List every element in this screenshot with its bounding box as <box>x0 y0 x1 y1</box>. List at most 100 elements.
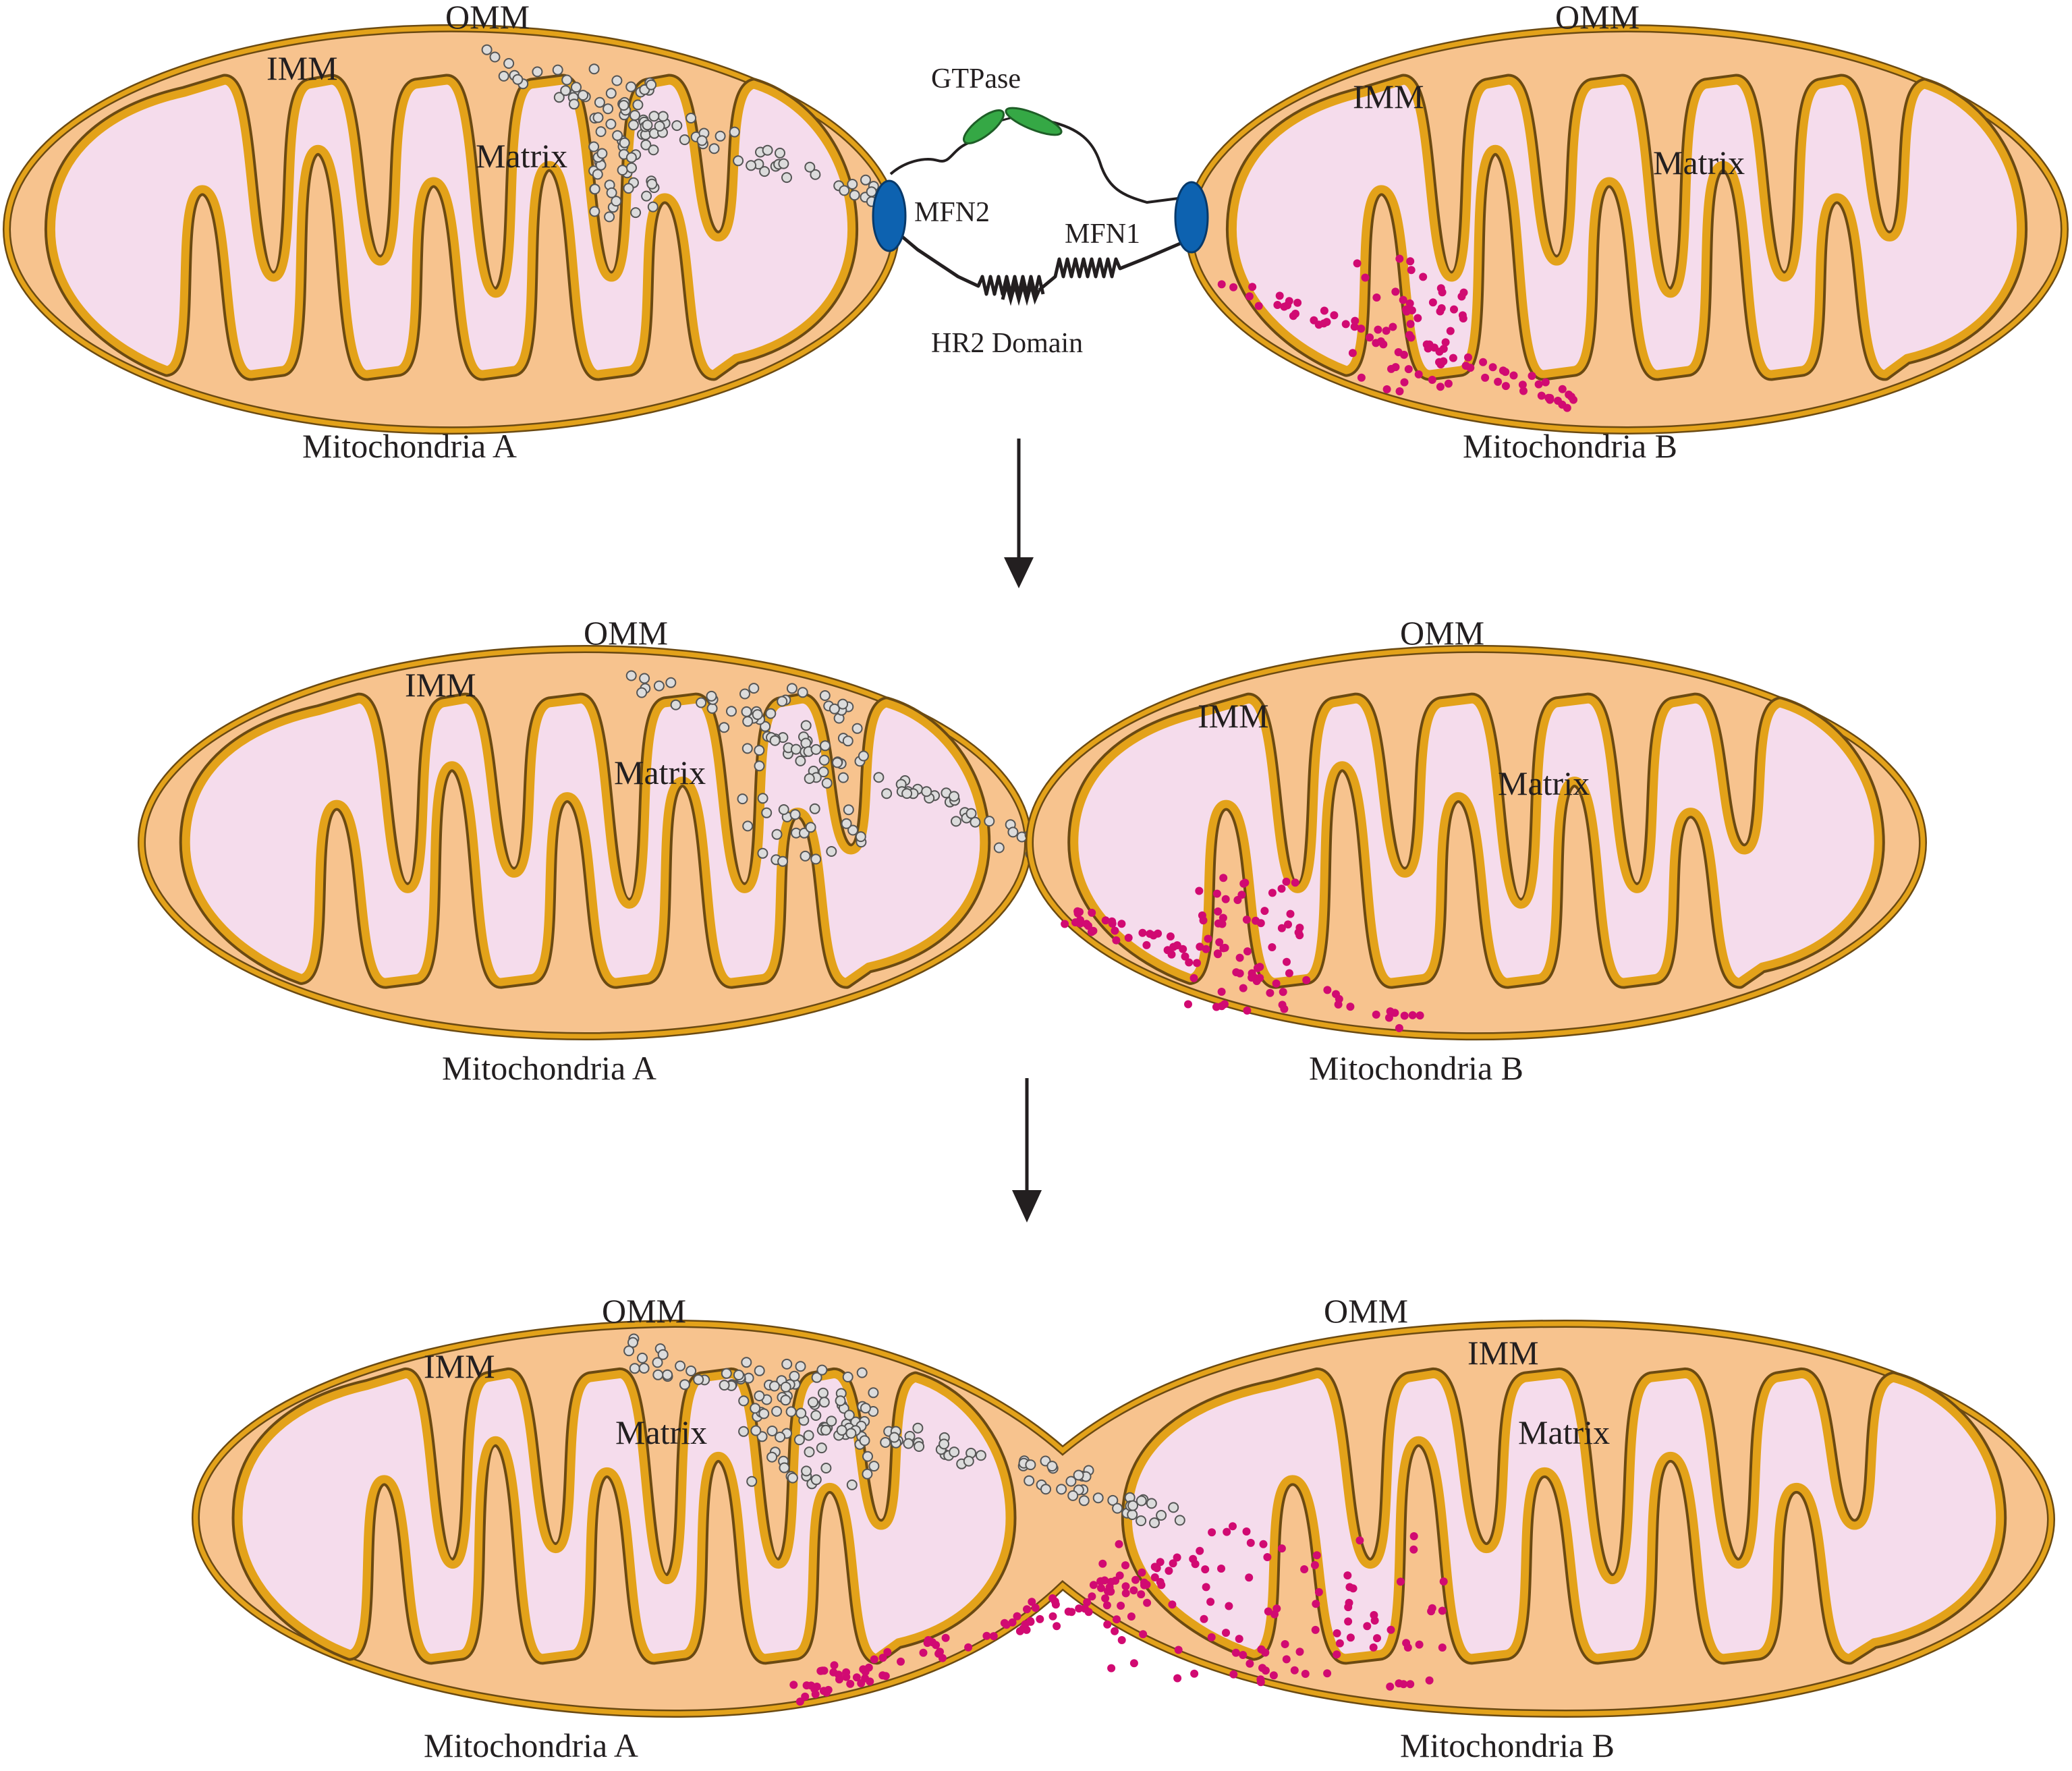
magenta-particle <box>1374 325 1382 334</box>
magenta-particle <box>1112 936 1121 945</box>
magenta-particle <box>1219 944 1228 953</box>
magenta-particle <box>1235 969 1244 978</box>
magenta-particle <box>1101 1594 1110 1603</box>
gray-particle <box>809 803 820 814</box>
gray-particle <box>1007 826 1019 838</box>
label-imm-a-3: IMM <box>424 1347 495 1385</box>
gray-particle <box>880 1437 891 1448</box>
gray-particle <box>793 1434 805 1446</box>
magenta-particle <box>795 1697 804 1706</box>
magenta-particle <box>1261 1666 1270 1675</box>
magenta-particle <box>1195 887 1204 895</box>
gray-particle <box>801 1465 812 1477</box>
gray-particle <box>637 1352 648 1364</box>
gray-particle <box>859 1435 870 1446</box>
gray-particle <box>742 716 754 727</box>
gray-particle <box>552 64 563 76</box>
gray-particle <box>993 842 1005 853</box>
magenta-particle <box>1351 316 1360 325</box>
gray-particle <box>612 130 623 141</box>
gray-particle <box>746 160 757 171</box>
magenta-particle <box>1333 1650 1341 1659</box>
magenta-particle <box>1494 377 1503 386</box>
gray-particle <box>775 1432 786 1442</box>
magenta-particle <box>1405 331 1413 339</box>
gray-particle <box>588 141 600 152</box>
magenta-particle <box>1223 1527 1231 1536</box>
magenta-particle <box>1254 302 1263 310</box>
gray-particle <box>629 110 640 121</box>
gray-particle <box>949 1446 960 1458</box>
label-matrix-b-3: Matrix <box>1518 1413 1610 1451</box>
magenta-particle <box>1345 1583 1354 1592</box>
magenta-particle <box>1409 1532 1418 1540</box>
magenta-particle <box>1341 320 1350 329</box>
label-omm-a-2: OMM <box>584 614 668 652</box>
magenta-particles-b-1 <box>1217 254 1577 412</box>
magenta-particle <box>1146 930 1154 938</box>
magenta-particle <box>1446 327 1455 335</box>
magenta-particle <box>1196 943 1204 951</box>
magenta-particle <box>1273 301 1282 309</box>
magenta-particle <box>846 1679 855 1688</box>
gray-particle <box>719 1380 730 1391</box>
magenta-particle <box>1400 350 1408 359</box>
magenta-particle <box>1246 1538 1255 1547</box>
gray-particle <box>1156 1510 1167 1521</box>
gray-particles-a-2 <box>625 670 1036 867</box>
magenta-particle <box>1174 1646 1183 1654</box>
gray-particle <box>1136 1495 1147 1507</box>
gray-particle <box>841 818 852 829</box>
gray-particle <box>858 750 869 762</box>
stage-1-tethering: OMM IMM Matrix Mitochondria A OMM IMM Ma… <box>2 0 2069 465</box>
gray-particle <box>532 66 543 78</box>
magenta-particle <box>1263 1553 1272 1561</box>
magenta-particle <box>1425 340 1434 349</box>
label-mito-a-3: Mitochondria A <box>424 1726 638 1764</box>
gray-particle <box>1146 1498 1157 1509</box>
gray-particle <box>498 70 509 82</box>
magenta-particle <box>1344 1617 1353 1626</box>
magenta-particle <box>1169 1559 1177 1568</box>
magenta-particle <box>1279 988 1287 996</box>
gray-particle <box>889 1432 900 1443</box>
magenta-particle <box>1239 1651 1248 1659</box>
gray-particle <box>842 1372 853 1382</box>
magenta-particle <box>1406 1680 1415 1689</box>
magenta-particle <box>1346 1003 1355 1011</box>
gray-particle <box>847 824 859 836</box>
gray-particle <box>771 1405 783 1417</box>
magenta-particle <box>1293 298 1302 307</box>
label-imm-a-2: IMM <box>405 666 476 704</box>
magenta-particle <box>1036 1614 1044 1623</box>
magenta-particle <box>1237 891 1246 899</box>
gray-particle <box>775 147 785 159</box>
gray-particle <box>777 696 788 707</box>
magenta-particle <box>819 1687 828 1695</box>
label-mito-b-2: Mitochondria B <box>1309 1049 1523 1087</box>
magenta-particle <box>1061 920 1069 928</box>
magenta-particle <box>932 1641 941 1650</box>
mitochondria-b-stage-2 <box>1025 645 1928 1040</box>
gray-particle <box>657 1349 669 1360</box>
magenta-particle <box>1256 963 1264 972</box>
gray-particle <box>818 766 829 778</box>
magenta-particle <box>1028 1598 1036 1606</box>
magenta-particle <box>1283 957 1291 966</box>
magenta-particle <box>1129 1586 1138 1595</box>
inner-membrane-cristae <box>179 692 991 989</box>
gray-particle <box>1174 1515 1185 1526</box>
magenta-particle <box>1404 365 1413 374</box>
magenta-particle <box>1152 1564 1161 1573</box>
magenta-particle <box>1142 940 1151 949</box>
magenta-particle <box>811 1690 820 1699</box>
gray-particle <box>757 793 768 804</box>
gray-particle <box>733 1370 744 1380</box>
magenta-particle <box>1488 363 1497 372</box>
magenta-particle <box>1275 291 1284 300</box>
magenta-particle <box>1185 958 1194 967</box>
gray-particles-3 <box>623 1333 1185 1529</box>
gray-particle <box>623 1345 635 1357</box>
gray-particle <box>594 96 605 108</box>
gray-particle <box>851 723 863 734</box>
